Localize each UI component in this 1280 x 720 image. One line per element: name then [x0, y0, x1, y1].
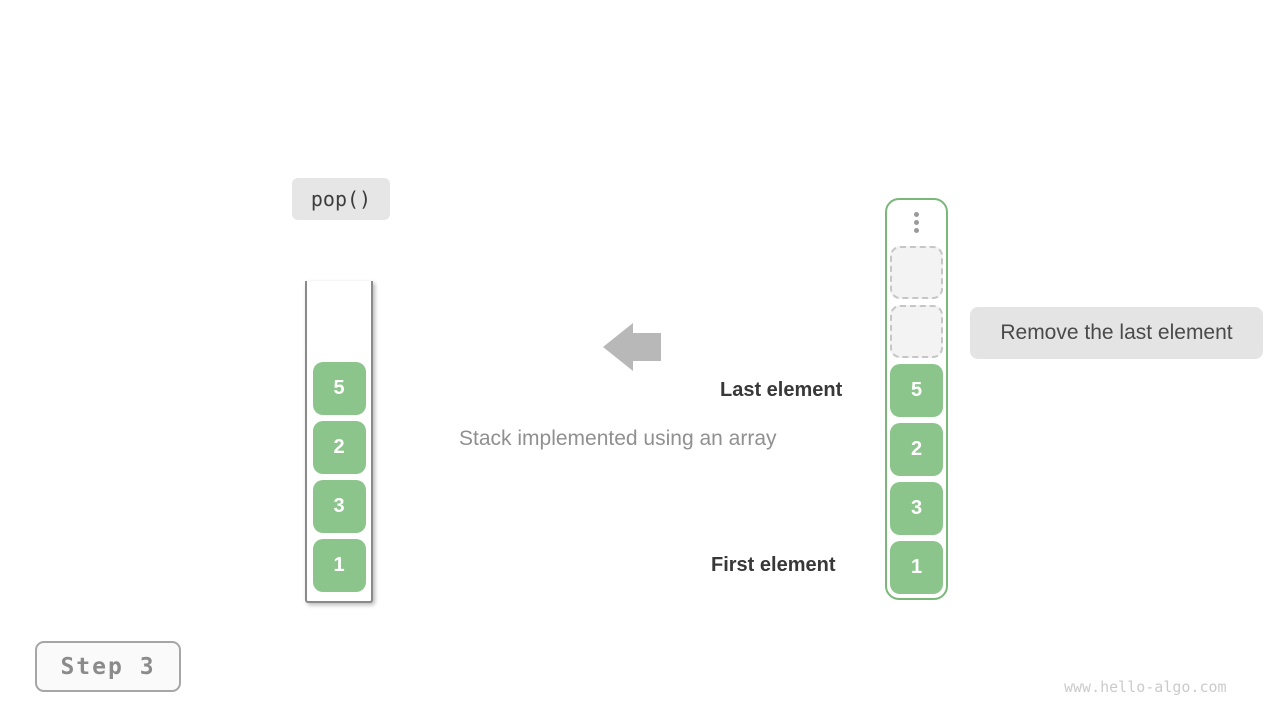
last-element-label: Last element	[720, 379, 843, 401]
watermark: www.hello-algo.com	[1064, 678, 1227, 696]
stack-cell: 2	[890, 423, 943, 476]
stack-cell: 2	[312, 421, 366, 474]
stack-cell: 1	[312, 539, 366, 592]
stack-cell: 5	[312, 362, 366, 415]
step-label: Step 3	[60, 653, 156, 680]
array-stack-cells: 5 2 3 1	[312, 362, 366, 592]
remove-note-label: Remove the last element	[970, 307, 1263, 359]
empty-slot-cell	[890, 246, 943, 299]
first-element-label: First element	[711, 554, 836, 576]
step-indicator: Step 3	[35, 641, 181, 692]
list-stack-cells: 5 2 3 1	[890, 364, 943, 594]
left-arrow-icon	[603, 323, 661, 371]
array-stack-container: 5 2 3 1	[305, 281, 373, 603]
dot	[914, 212, 919, 217]
stack-cell: 5	[890, 364, 943, 417]
dot	[914, 220, 919, 225]
pop-operation-label: pop()	[292, 178, 390, 220]
caption-text: Stack implemented using an array	[459, 427, 777, 450]
stack-cell: 3	[890, 482, 943, 535]
ellipsis-icon	[914, 212, 919, 233]
list-stack-container: 5 2 3 1	[885, 198, 948, 600]
empty-slot-cell	[890, 305, 943, 358]
dot	[914, 228, 919, 233]
empty-slot-cells	[890, 246, 943, 358]
stack-cell: 3	[312, 480, 366, 533]
stack-cell: 1	[890, 541, 943, 594]
